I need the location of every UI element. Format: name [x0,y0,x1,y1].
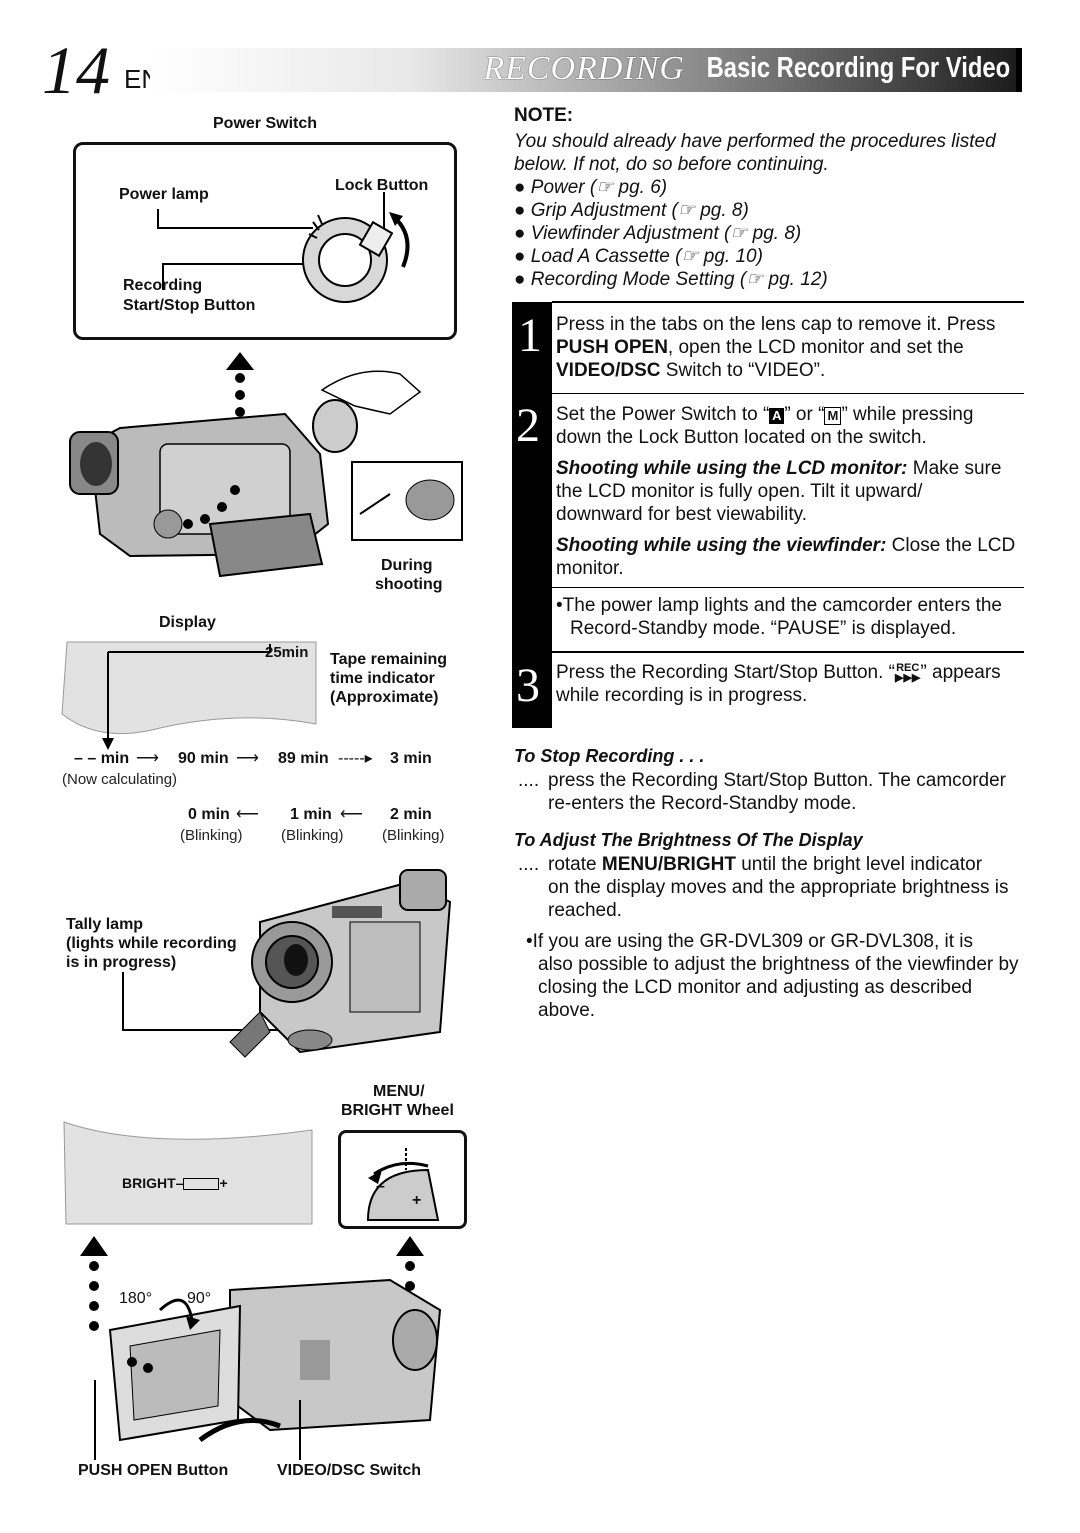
brightness-note: also possible to adjust the brightness o… [538,954,1019,975]
note-intro: You should already have performed the pr… [514,131,996,175]
brightness-heading: To Adjust The Brightness Of The Display [514,830,863,850]
power-switch-dial [157,192,410,303]
arrow-left-icon: ⟵ [340,806,363,823]
stop-text: re-enters the Record-Standby mode. [548,793,857,814]
angle-label: 90° [187,1290,212,1307]
arrow-right-icon: ⟶ [236,750,259,767]
step-text: Press the Recording Start/Stop Button. “… [556,661,1001,684]
now-calculating-note: (Now calculating) [62,771,178,788]
time-step: 3 min [390,750,432,767]
step-text: Shooting while using the LCD monitor: Ma… [556,458,1002,479]
camcorder-illustration [69,352,463,578]
brightness-note: closing the LCD monitor and adjusting as… [538,977,973,998]
step-rule [552,301,1024,303]
menu-bright-label: MENU/ [373,1083,425,1100]
header-cap [1016,48,1022,92]
step-number: 1 [518,309,542,362]
brightness-note: above. [538,1000,596,1021]
step-text: PUSH OPEN, open the LCD monitor and set … [556,337,964,358]
brightness-display-panel [63,1121,313,1225]
push-open-label: PUSH OPEN Button [78,1462,229,1479]
video-dsc-label: VIDEO/DSC Switch [277,1462,422,1479]
step-text: while recording is in progress. [556,685,808,706]
step-rule [552,393,1024,394]
step-text: Set the Power Switch to “A” or “M” while… [556,404,974,425]
step-text: Record-Standby mode. “PAUSE” is displaye… [570,618,957,639]
tape-indicator-label: (Approximate) [330,689,439,706]
menu-bright-wheel[interactable] [338,1130,467,1229]
section-title: RECORDING [483,50,685,87]
step-rule [552,651,1024,653]
page-number: 14 [42,32,110,108]
dots: .... [518,854,540,875]
note-item: ● Load A Cassette (☞ pg. 10) [514,246,763,267]
step-text: Shooting while using the viewfinder: Clo… [556,535,1016,556]
blinking-note: (Blinking) [281,827,344,844]
step-rule [552,587,1024,588]
step-text: the LCD monitor is fully open. Tilt it u… [556,481,923,502]
wheel-minus: – [376,1178,385,1195]
power-switch-panel [73,142,457,340]
arrow-right-icon: ⟶ [136,750,159,767]
display-panel [61,641,317,750]
page-title: Basic Recording For Video [706,52,1010,84]
tally-lamp-label: Tally lamp [66,916,144,933]
note-heading: NOTE: [514,105,574,126]
note-item: ● Grip Adjustment (☞ pg. 8) [514,200,749,221]
time-step: – – min [74,750,130,767]
brightness-text: reached. [548,900,622,921]
note-item: ● Viewfinder Adjustment (☞ pg. 8) [514,223,802,244]
front-camcorder-illustration [122,869,452,1058]
time-step: 1 min [290,806,332,823]
menu-bright-label: BRIGHT Wheel [341,1102,454,1119]
bright-indicator: BRIGHT–+ [122,1175,228,1191]
rec-button-label: Start/Stop Button [123,297,256,314]
manual-mode-icon: M [824,407,842,425]
time-step: 2 min [390,806,432,823]
power-switch-label: Power Switch [213,115,318,132]
power-lamp-label: Power lamp [119,186,209,203]
step-text: monitor. [556,558,624,579]
time-step: 90 min [178,750,229,767]
tape-remaining-readout: 25min [265,644,309,661]
blinking-note: (Blinking) [180,827,243,844]
time-step: 89 min [278,750,329,767]
time-step: 0 min [188,806,230,823]
brightness-note: •If you are using the GR-DVL309 or GR-DV… [526,931,974,952]
display-label: Display [159,614,216,631]
step-bar [512,302,552,728]
step-text: down the Lock Button located on the swit… [556,427,927,448]
stop-text: press the Recording Start/Stop Button. T… [548,770,1006,791]
step-number: 2 [516,399,540,452]
arrow-left-icon: ⟵ [236,806,259,823]
header-bar [150,48,1022,92]
bright-level-bar [183,1178,220,1191]
note-item: ● Power (☞ pg. 6) [514,177,668,198]
note-item: ● Recording Mode Setting (☞ pg. 12) [514,269,828,290]
wheel-plus: + [412,1192,422,1209]
dots: .... [518,770,540,791]
tally-lamp-label: (lights while recording [66,935,237,952]
during-shooting-label: During [381,557,433,574]
tally-lamp-label: is in progress) [66,954,177,971]
step-number: 3 [516,659,540,712]
wheel-diagram [366,1148,440,1221]
step-text: VIDEO/DSC Switch to “VIDEO”. [556,360,826,381]
brightness-text: rotate MENU/BRIGHT until the bright leve… [548,854,983,875]
tape-indicator-label: Tape remaining [330,651,448,668]
lcd-open-illustration [80,1236,442,1460]
rec-indicator-icon: REC▶▶▶ [895,661,921,684]
dashed-arrow-icon: -----▸ [338,750,373,767]
stop-heading: To Stop Recording . . . [514,746,705,766]
tape-indicator-label: time indicator [330,670,435,687]
step-text: •The power lamp lights and the camcorder… [556,595,1002,616]
auto-mode-icon: A [769,408,785,424]
blinking-note: (Blinking) [382,827,445,844]
brightness-text: on the display moves and the appropriate… [548,877,1009,898]
lock-button-label: Lock Button [335,177,429,194]
step-text: Press in the tabs on the lens cap to rem… [556,314,996,335]
angle-label: 180° [119,1290,153,1307]
step-text: downward for best viewability. [556,504,807,525]
during-shooting-label: shooting [375,576,443,593]
